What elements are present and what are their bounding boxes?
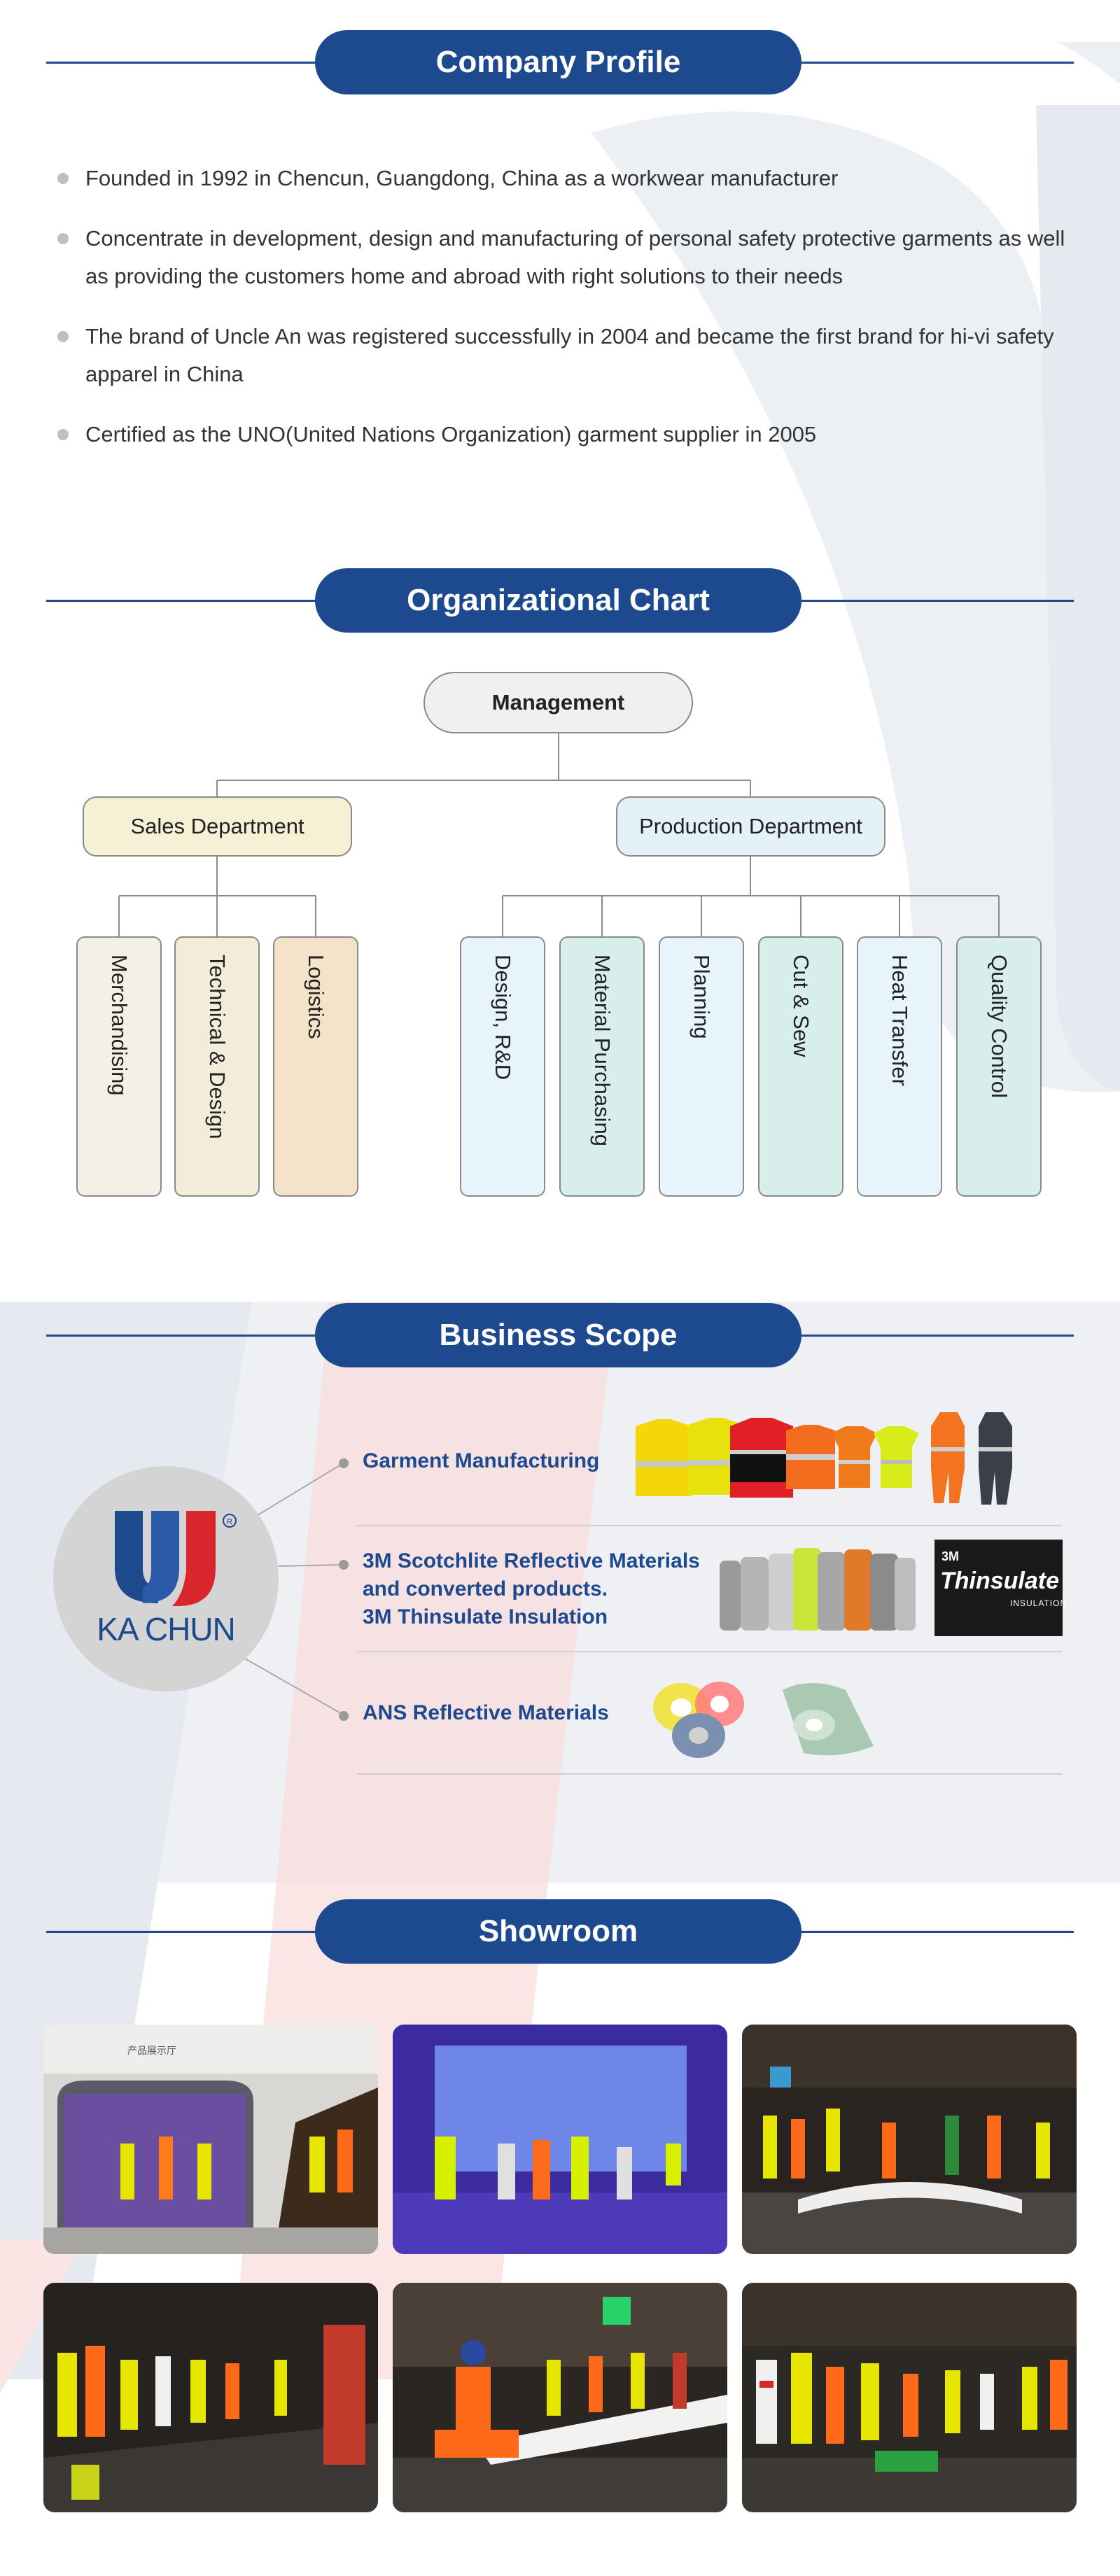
node-label: Logistics xyxy=(304,955,328,1039)
node-label: Cut & Sew xyxy=(789,955,813,1057)
profile-item: The brand of Uncle An was registered suc… xyxy=(57,318,1072,393)
showroom-photo-blue-hall xyxy=(393,2025,727,2254)
bullet-icon xyxy=(57,429,69,440)
profile-item-text: Founded in 1992 in Chencun, Guangdong, C… xyxy=(85,166,839,190)
design-rd-node: Design, R&D xyxy=(460,936,545,1197)
node-label: Technical & Design xyxy=(205,955,230,1139)
business-scope-header: Business Scope xyxy=(0,1303,1120,1367)
planning-node: Planning xyxy=(659,936,744,1197)
node-label: Merchandising xyxy=(107,955,132,1096)
reflective-tape-rolls-illustration xyxy=(720,1548,916,1631)
ans-tape-illustration xyxy=(653,1682,874,1758)
merchandising-node: Merchandising xyxy=(76,936,162,1197)
sales-department-node: Sales Department xyxy=(83,796,352,857)
scope-line-text: ANS Reflective Materials xyxy=(363,1701,609,1724)
scope-divider xyxy=(357,1651,1063,1652)
scope-divider xyxy=(357,1773,1063,1775)
scope-dot-icon xyxy=(339,1711,349,1721)
scope-garment-manufacturing: Garment Manufacturing xyxy=(363,1447,599,1475)
bullet-icon xyxy=(57,233,69,244)
entrance-sign-text: 产品展示厅 xyxy=(127,2046,176,2057)
bullet-icon xyxy=(57,331,69,342)
thinsulate-badge: 3M Thinsulate INSULATION xyxy=(934,1540,1066,1636)
showroom-photo-corridor xyxy=(43,2283,378,2512)
node-label: Design, R&D xyxy=(491,955,515,1081)
profile-item: Certified as the UNO(United Nations Orga… xyxy=(57,416,1072,453)
org-chart-header: Organizational Chart xyxy=(0,568,1120,633)
profile-item-text: Certified as the UNO(United Nations Orga… xyxy=(85,422,817,446)
scope-divider xyxy=(357,1525,1063,1526)
showroom-photo-mannequins xyxy=(742,2283,1077,2512)
bullet-icon xyxy=(57,173,69,184)
node-label: Quality Control xyxy=(987,955,1011,1099)
scope-line-text: Garment Manufacturing xyxy=(363,1449,600,1472)
profile-item-text: Concentrate in development, design and m… xyxy=(85,226,1065,288)
badge-sub: INSULATION xyxy=(1010,1598,1068,1608)
management-node: Management xyxy=(424,672,693,733)
showroom-photo-display-area xyxy=(742,2025,1077,2254)
org-connectors xyxy=(118,733,1000,936)
kc-emblem-icon: R xyxy=(115,1511,237,1606)
production-department-node: Production Department xyxy=(616,796,886,857)
scope-3m-materials: 3M Scotchlite Reflective Materials and c… xyxy=(363,1547,700,1631)
cut-sew-node: Cut & Sew xyxy=(758,936,844,1197)
scope-connectors xyxy=(244,1463,344,1715)
node-label: Material Purchasing xyxy=(590,955,615,1146)
showroom-photo-entrance: 产品展示厅 xyxy=(43,2025,378,2254)
quality-control-node: Quality Control xyxy=(956,936,1042,1197)
section-title: Company Profile xyxy=(315,30,802,94)
material-purchasing-node: Material Purchasing xyxy=(559,936,645,1197)
scope-line-text: and converted products. xyxy=(363,1577,608,1600)
scope-line-text: 3M Thinsulate Insulation xyxy=(363,1605,608,1628)
logo-wordmark: KA CHUN xyxy=(97,1611,235,1647)
company-profile-header: Company Profile xyxy=(0,30,1120,94)
ka-chun-logo: R KA CHUN xyxy=(53,1466,279,1691)
showroom-photo-center-display xyxy=(393,2283,727,2512)
scope-dot-icon xyxy=(339,1560,349,1570)
scope-ans-materials: ANS Reflective Materials xyxy=(363,1699,609,1727)
heat-transfer-node: Heat Transfer xyxy=(857,936,942,1197)
section-title: Business Scope xyxy=(315,1303,802,1367)
node-label: Planning xyxy=(690,955,714,1039)
technical-design-node: Technical & Design xyxy=(174,936,260,1197)
section-title: Showroom xyxy=(315,1899,802,1964)
badge-brand: 3M xyxy=(941,1549,960,1563)
node-label: Heat Transfer xyxy=(888,955,912,1086)
profile-item: Concentrate in development, design and m… xyxy=(57,220,1072,295)
section-title: Organizational Chart xyxy=(315,568,802,633)
profile-item: Founded in 1992 in Chencun, Guangdong, C… xyxy=(57,160,1072,197)
profile-item-text: The brand of Uncle An was registered suc… xyxy=(85,324,1054,386)
scope-dot-icon xyxy=(339,1458,349,1468)
org-chart: Management Sales Department Production D… xyxy=(0,672,1120,1204)
garments-illustration xyxy=(636,1412,1012,1505)
company-profile-list: Founded in 1992 in Chencun, Guangdong, C… xyxy=(57,160,1072,476)
logistics-node: Logistics xyxy=(273,936,358,1197)
scope-line-text: 3M Scotchlite Reflective Materials xyxy=(363,1549,700,1572)
showroom-header: Showroom xyxy=(0,1899,1120,1964)
svg-text:R: R xyxy=(227,1518,232,1526)
badge-name: Thinsulate xyxy=(940,1568,1060,1594)
